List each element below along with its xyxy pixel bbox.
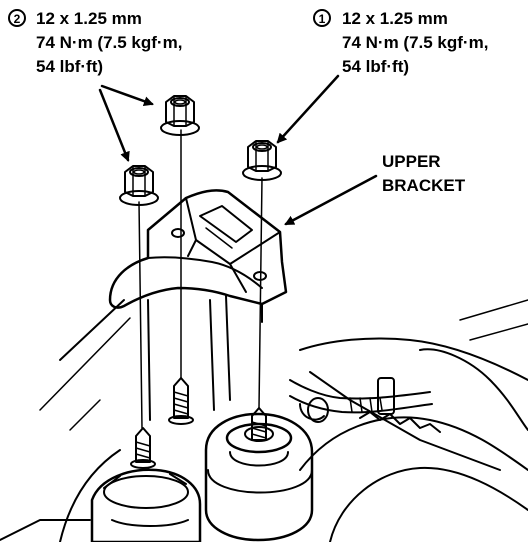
leader-arrow-right-to-nut <box>276 74 340 144</box>
right-spec-line-2: 74 N·m (7.5 kgf·m, <box>342 33 488 52</box>
left-spec-line-3: 54 lbf·ft) <box>36 57 103 76</box>
right-torque-callout: 1 12 x 1.25 mm 74 N·m (7.5 kgf·m, 54 lbf… <box>313 9 488 76</box>
hose-clamp <box>377 377 395 415</box>
flange-nut-right <box>242 140 282 181</box>
hose-assembly <box>289 377 433 423</box>
leader-arrows <box>98 74 378 226</box>
left-torque-callout: 2 12 x 1.25 mm 74 N·m (7.5 kgf·m, 54 lbf… <box>8 9 182 76</box>
leader-arrow-to-bracket <box>284 174 378 226</box>
stud-bolt-front <box>130 427 156 469</box>
flange-nut-front-left <box>119 165 159 206</box>
leader-arrow-left-to-front-nut <box>98 88 130 162</box>
bracket-label-line-1: UPPER <box>382 152 441 171</box>
callout-number-2-badge: 2 <box>8 9 26 27</box>
engine-mount-left <box>90 468 202 542</box>
flange-nut-rear-left <box>160 95 200 136</box>
mount-frame-lines <box>39 295 231 431</box>
upper-bracket <box>108 189 288 323</box>
callout-number-2: 2 <box>14 12 21 26</box>
upper-bracket-callout: UPPER BRACKET <box>382 152 466 195</box>
engine-background <box>0 299 528 542</box>
right-spec-line-3: 54 lbf·ft) <box>342 57 409 76</box>
bracket-label-line-2: BRACKET <box>382 176 466 195</box>
engine-mount-right <box>204 412 314 542</box>
right-spec-line-1: 12 x 1.25 mm <box>342 9 448 28</box>
stud-bolt-rear <box>168 377 194 425</box>
left-spec-line-2: 74 N·m (7.5 kgf·m, <box>36 33 182 52</box>
callout-number-1: 1 <box>319 12 326 26</box>
callout-number-1-badge: 1 <box>313 9 331 27</box>
left-spec-line-1: 12 x 1.25 mm <box>36 9 142 28</box>
leader-arrow-left-to-rear-nut <box>100 84 154 106</box>
